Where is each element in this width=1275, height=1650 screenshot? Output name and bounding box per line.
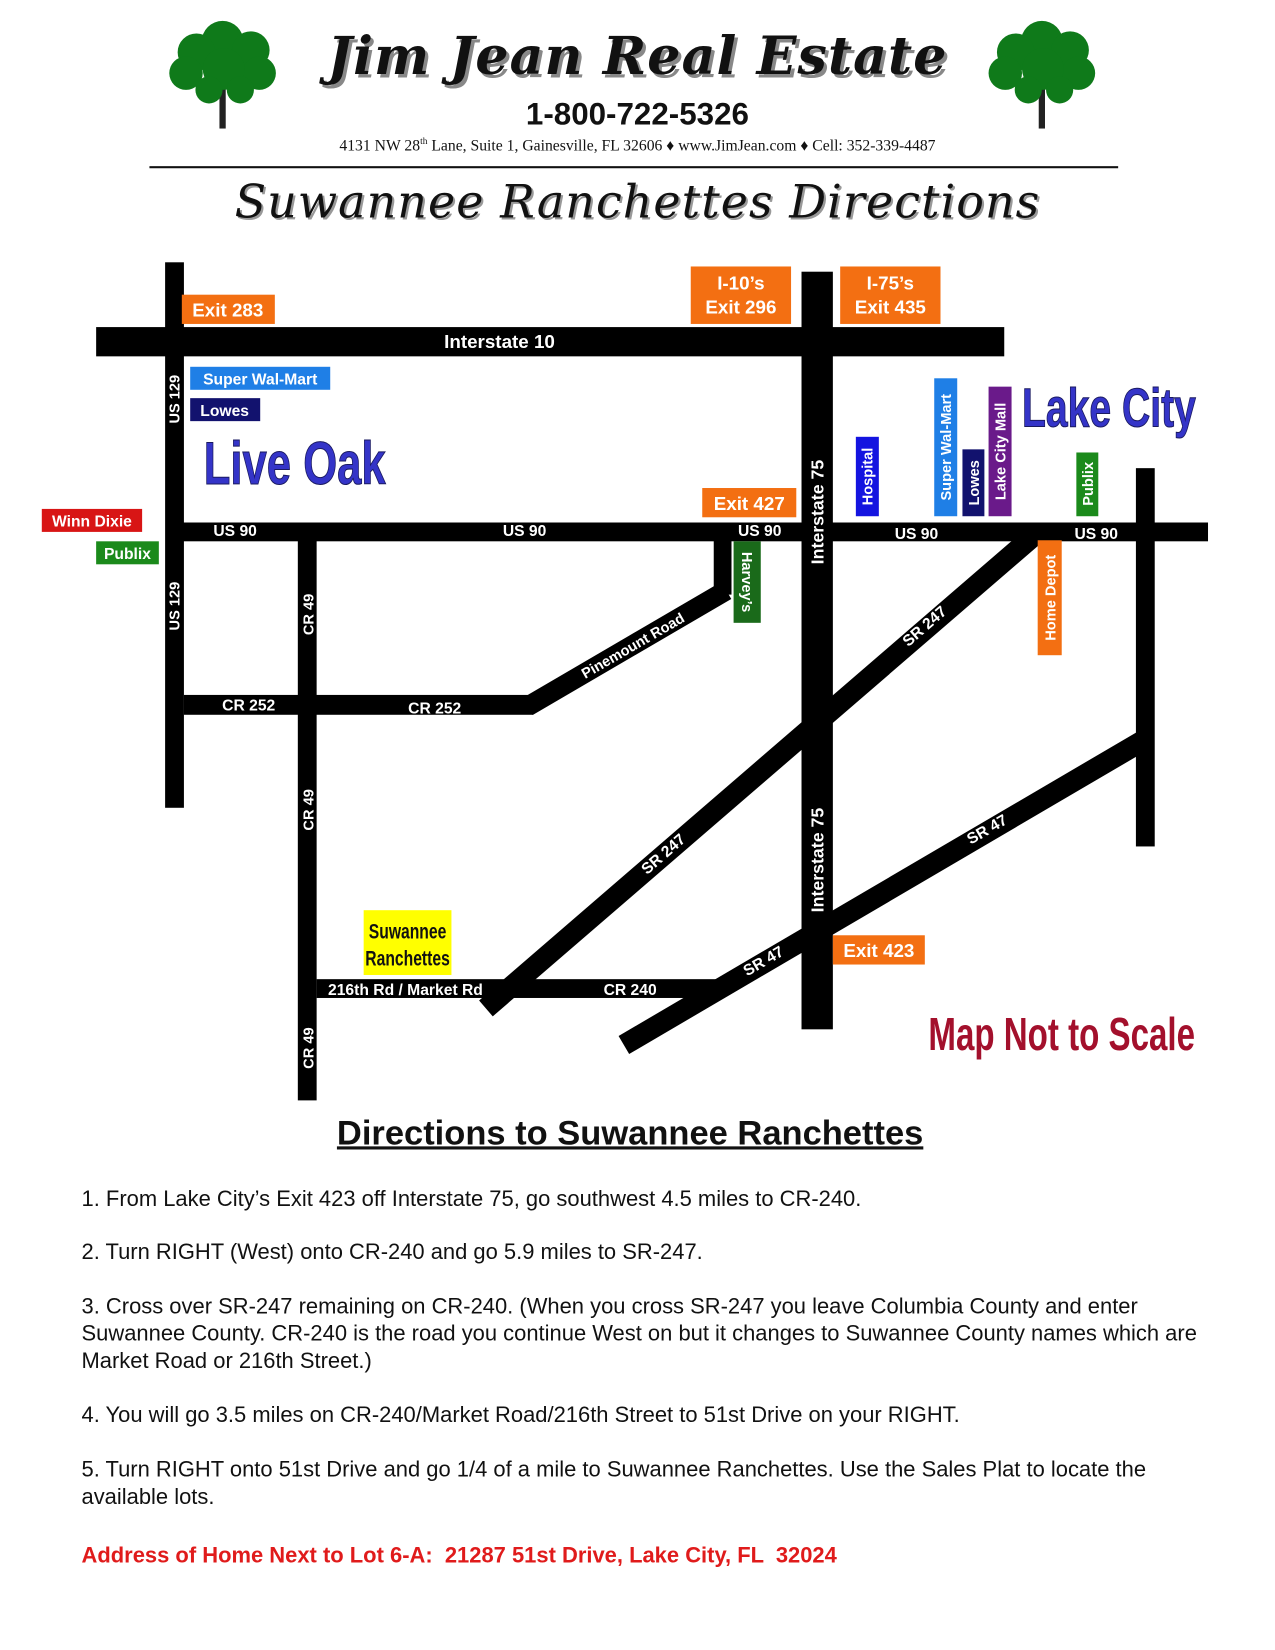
label-interstate-10: Interstate 10 <box>444 331 555 352</box>
suwannee-ranchettes-marker <box>363 910 452 975</box>
publix-label: Publix <box>104 546 151 563</box>
company-name: Jim Jean Real Estate <box>327 25 948 87</box>
page-title: Suwannee Ranchettes Directions <box>234 175 1041 229</box>
harveys-marker <box>733 541 761 623</box>
ranchettes-line1: Suwannee <box>369 919 447 943</box>
label-us-90: US 90 <box>738 523 782 540</box>
label-us-129: US 129 <box>168 582 184 631</box>
label-cr-49: CR 49 <box>302 1027 318 1068</box>
label-cr-49: CR 49 <box>302 594 318 635</box>
phone-number: 1-800-722-5326 <box>525 97 750 132</box>
tree-logo-right <box>988 20 1096 129</box>
label-cr-240: CR 240 <box>604 982 657 999</box>
direction-step: 5. Turn RIGHT onto 51st Drive and go 1/4… <box>81 1457 1147 1509</box>
header-divider <box>149 166 1119 169</box>
label-interstate-75: Interstate 75 <box>807 808 827 913</box>
winn-dixie-marker <box>41 508 143 532</box>
ranchettes-line2: Ranchettes <box>365 946 449 970</box>
lake-city-mall-label: Lake City Mall <box>993 403 1009 500</box>
lc-super-walmart-marker <box>934 378 958 517</box>
road-network <box>96 262 1209 1101</box>
label-cr-49: CR 49 <box>302 789 318 830</box>
publix-marker <box>96 541 159 565</box>
road-us-90 <box>167 522 1209 542</box>
label-us-90: US 90 <box>213 523 257 540</box>
live-oak-city-label: Live Oak <box>204 430 386 498</box>
super-walmart-label: Super Wal-Mart <box>203 372 318 389</box>
lc-super-walmart-label: Super Wal-Mart <box>939 394 955 501</box>
road-east-connector <box>1135 468 1155 847</box>
home-depot-label: Home Depot <box>1043 555 1059 641</box>
exit-427-badge <box>702 488 797 518</box>
i10-exit-line1: I-10’s <box>717 272 764 293</box>
label-pinemount-road: Pinemount Road <box>579 611 688 683</box>
road-sr-247 <box>479 527 1042 1017</box>
label-market-rd: 216th Rd / Market Rd <box>328 982 483 999</box>
hospital-marker <box>855 436 879 517</box>
road-interstate-10 <box>96 327 1005 357</box>
lc-publix-label: Publix <box>1081 461 1097 506</box>
address-post: Lane, Suite 1, Gainesville, FL 32606 ♦ w… <box>427 137 936 155</box>
contact-address: 4131 NW 28th Lane, Suite 1, Gainesville,… <box>0 136 1275 156</box>
lowes-marker <box>190 398 261 422</box>
map-not-to-scale-note: Map Not to Scale <box>928 1010 1195 1060</box>
harveys-label: Harvey’s <box>738 552 754 612</box>
i10-exit-296-badge <box>690 266 792 324</box>
i75-exit-435-badge <box>840 266 941 324</box>
i75-exit-line1: I-75’s <box>867 272 914 293</box>
label-us-90: US 90 <box>503 523 547 540</box>
lake-city-city-label: Lake City <box>1022 378 1196 439</box>
road-cr-240 <box>316 979 722 998</box>
label-interstate-75: Interstate 75 <box>807 460 827 565</box>
home-depot-marker <box>1037 540 1062 656</box>
road-cr-252 <box>183 694 533 715</box>
i10-exit-line2: Exit 296 <box>705 297 776 318</box>
direction-step: 3. Cross over SR-247 remaining on CR-240… <box>81 1294 1197 1374</box>
exit-283-badge <box>181 294 275 324</box>
label-us-129: US 129 <box>168 375 184 424</box>
address-pre: 4131 NW 28 <box>339 137 421 155</box>
direction-step: 4. You will go 3.5 miles on CR-240/Marke… <box>81 1403 960 1428</box>
label-cr-252: CR 252 <box>222 698 275 715</box>
directions-heading: Directions to Suwannee Ranchettes <box>336 1112 924 1152</box>
label-cr-252: CR 252 <box>408 701 461 718</box>
home-address: Address of Home Next to Lot 6-A: 21287 5… <box>81 1543 837 1568</box>
road-sr-47 <box>618 730 1150 1055</box>
lc-lowes-label: Lowes <box>967 460 983 505</box>
super-walmart-marker <box>190 366 331 390</box>
lc-publix-marker <box>1076 452 1099 517</box>
route-map: Interstate 10 US 129 US 129 US 90 US 90 … <box>41 262 1209 1101</box>
lake-city-mall-marker <box>988 386 1012 517</box>
direction-step: 2. Turn RIGHT (West) onto CR-240 and go … <box>81 1240 703 1265</box>
road-pinemount <box>522 581 732 715</box>
i75-exit-line2: Exit 435 <box>855 297 926 318</box>
label-sr-247: SR 247 <box>638 831 689 878</box>
exit-423-label: Exit 423 <box>843 940 914 961</box>
road-interstate-75 <box>801 271 833 1030</box>
exit-283-label: Exit 283 <box>192 300 263 321</box>
exit-423-badge <box>832 935 925 965</box>
direction-step: 1. From Lake City’s Exit 423 off Interst… <box>81 1187 862 1212</box>
road-cr-49 <box>297 540 317 1101</box>
tree-logo-left <box>169 20 276 129</box>
address-sup: th <box>420 135 428 147</box>
lowes-label: Lowes <box>200 403 249 420</box>
road-pinemount-stub <box>713 540 732 595</box>
exit-427-label: Exit 427 <box>714 493 785 514</box>
hospital-label: Hospital <box>861 448 877 506</box>
winn-dixie-label: Winn Dixie <box>52 514 132 531</box>
lc-lowes-marker <box>962 449 985 517</box>
label-us-90: US 90 <box>1074 526 1118 543</box>
label-us-90: US 90 <box>895 526 939 543</box>
